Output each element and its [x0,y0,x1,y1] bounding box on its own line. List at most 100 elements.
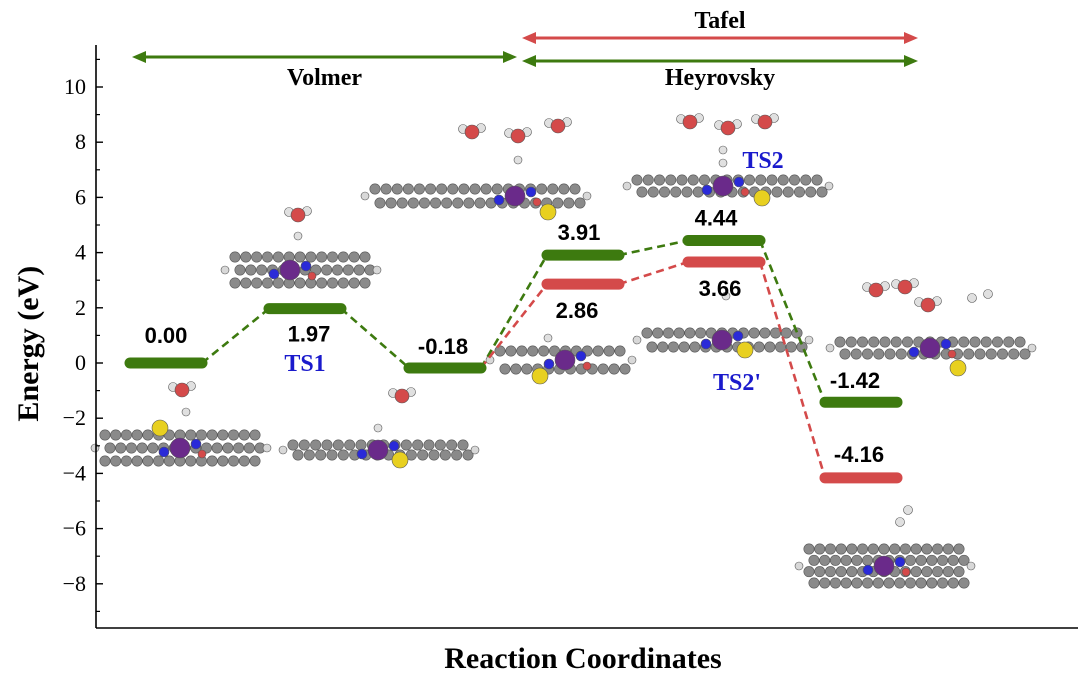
carbon-atom [676,174,688,186]
carbon-atom [115,442,127,454]
carbon-atom [631,174,643,186]
carbon-atom [667,341,679,353]
carbon-atom [305,251,317,263]
carbon-atom [670,186,682,198]
carbon-atom [355,439,367,451]
carbon-atom [698,174,710,186]
carbon-atom [413,183,425,195]
carbon-atom [458,183,470,195]
carbon-atom [873,348,885,360]
molecule-ts1 [220,251,382,289]
carbon-atom [234,264,246,276]
carbon-atom [788,174,800,186]
manganese-atom [169,437,191,459]
hydrogen-atom [825,343,835,353]
carbon-atom [337,251,349,263]
carbon-atom [441,197,453,209]
carbon-atom [412,439,424,451]
nitrogen-atom [701,184,713,196]
hydrogen-atom [824,181,834,191]
oxygen-atom [757,114,773,130]
carbon-atom [1019,348,1031,360]
carbon-atom [369,183,381,195]
nitrogen-atom [300,260,312,272]
carbon-atom [240,277,252,289]
y-tick-label: 8 [75,129,86,154]
transition-state-label: TS2' [713,370,761,396]
carbon-atom [662,327,674,339]
oxygen-atom [682,114,698,130]
carbon-atom [407,197,419,209]
nitrogen-atom [493,194,505,206]
carbon-atom [256,264,268,276]
carbon-atom [120,455,132,467]
carbon-atom [846,566,858,578]
carbon-atom [921,566,933,578]
carbon-atom [142,455,154,467]
carbon-atom [261,251,273,263]
nitrogen-atom [268,268,280,280]
carbon-atom [665,174,677,186]
carbon-atom [695,327,707,339]
energy-value-label: 3.91 [558,220,601,245]
carbon-atom [652,327,664,339]
hydrogen-atom [718,145,728,155]
carbon-atom [547,183,559,195]
carbon-atom [824,566,836,578]
carbon-atom [240,251,252,263]
carbon-atom [326,449,338,461]
carbon-atom [753,341,765,353]
manganese-atom [367,439,389,461]
hydrogen-atom [373,423,383,433]
carbon-atom [641,327,653,339]
carbon-atom [904,554,916,566]
molecule-final-tafel [794,543,976,589]
tafel-arrow-head-left [522,32,536,44]
green-connector [340,307,410,369]
carbon-atom [782,186,794,198]
carbon-atom [775,341,787,353]
carbon-atom [245,264,257,276]
nitrogen-atom [543,358,555,370]
carbon-atom [835,543,847,555]
carbon-atom [824,543,836,555]
carbon-atom [879,336,891,348]
carbon-atom [238,455,250,467]
carbon-atom [337,449,349,461]
green-connector [618,239,689,257]
carbon-atom [153,455,165,467]
water-molecule [891,278,919,295]
carbon-atom [380,183,392,195]
carbon-atom [793,186,805,198]
oxygen-atom [720,120,736,136]
carbon-atom [857,543,869,555]
manganese-atom [504,185,526,207]
carbon-atom [480,183,492,195]
carbon-atom [829,554,841,566]
oxygen-atom [510,128,526,144]
carbon-atom [510,363,522,375]
carbon-atom [647,186,659,198]
connector-lines [201,239,827,479]
manganese-atom [711,329,733,351]
carbon-atom [439,449,451,461]
carbon-atom [904,577,916,589]
y-axis-title: Energy (eV) [12,266,45,422]
carbon-atom [958,577,970,589]
molecule-final-heyrovsky [825,336,1037,377]
oxygen-atom [582,361,592,371]
carbon-atom [505,345,517,357]
carbon-atom [261,277,273,289]
carbon-atom [521,363,533,375]
carbon-atom [985,348,997,360]
green-connector [758,239,827,403]
carbon-atom [653,174,665,186]
carbon-atom [1014,336,1026,348]
carbon-atom [249,455,261,467]
carbon-atom [839,348,851,360]
hydrogen-atom [543,333,553,343]
carbon-atom [469,183,481,195]
carbon-atom [980,336,992,348]
carbon-atom [755,174,767,186]
